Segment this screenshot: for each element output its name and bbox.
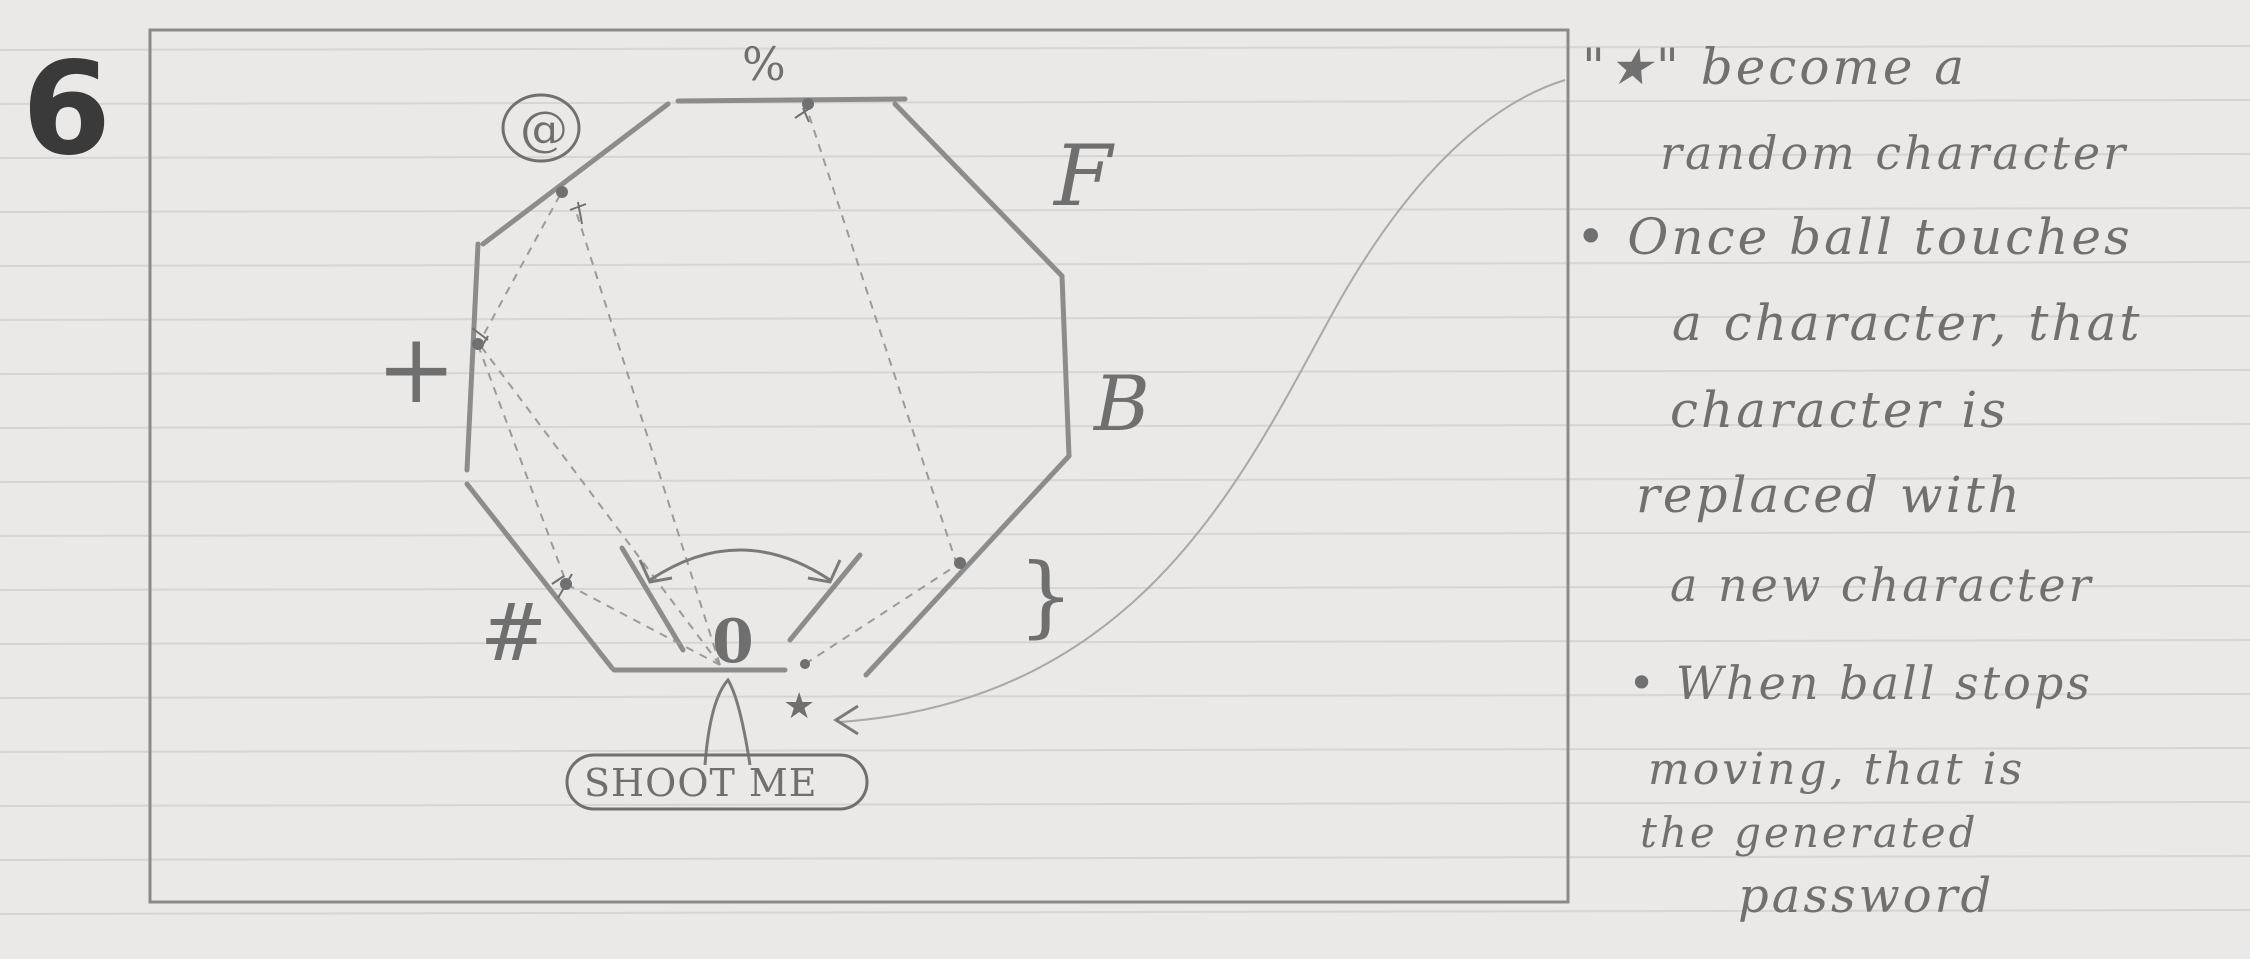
wall-bottom-right	[863, 453, 1072, 678]
contact-points	[471, 98, 966, 669]
star-connector-arrow	[833, 704, 859, 736]
note-line-11: password	[1738, 868, 1995, 924]
aim-arrow-right	[807, 559, 842, 584]
char-f: F	[1052, 127, 1115, 225]
char-b: B	[1092, 359, 1150, 448]
note-line-5: character is	[1670, 381, 2009, 439]
char-at: @	[520, 101, 568, 157]
note-line-3: • Once ball touches	[1576, 208, 2133, 266]
note-line-10: the generated	[1640, 808, 1979, 857]
wall-bottom-left	[464, 481, 615, 671]
octagon-walls	[464, 96, 1072, 678]
shoot-me-label: SHOOT ME	[584, 761, 818, 805]
launcher-left	[619, 545, 686, 653]
note-line-4: a character, that	[1672, 294, 2143, 352]
note-line-8: • When ball stops	[1628, 656, 2093, 710]
note-line-1: "★" become a	[1582, 38, 1968, 96]
aim-arc	[649, 548, 831, 582]
wall-top-right	[892, 101, 1065, 279]
wall-right	[1059, 273, 1072, 459]
star-connector	[839, 79, 1566, 723]
wall-left	[464, 241, 481, 473]
note-line-7: a new character	[1670, 558, 2094, 612]
aim-arrow-left	[638, 559, 673, 584]
ball-trajectories	[477, 111, 958, 666]
note-line-2: random character	[1660, 126, 2129, 180]
shoot-me-bubble	[565, 753, 869, 811]
launcher-right	[787, 552, 863, 643]
char-plus: +	[376, 313, 456, 425]
at-circle	[501, 93, 581, 163]
sketch-number: 6	[22, 35, 112, 184]
note-line-6: replaced with	[1636, 466, 2023, 524]
wall-top	[675, 96, 908, 104]
char-zero-ball: 0	[712, 607, 754, 677]
char-brace: }	[1018, 544, 1074, 647]
wall-top-left	[480, 101, 671, 247]
char-hash: #	[480, 586, 547, 679]
char-star: ★	[783, 686, 815, 727]
storyboard-frame	[148, 28, 1570, 904]
char-percent: %	[742, 37, 786, 91]
note-line-9: moving, that is	[1648, 744, 2026, 795]
shoot-pointer	[703, 677, 752, 766]
